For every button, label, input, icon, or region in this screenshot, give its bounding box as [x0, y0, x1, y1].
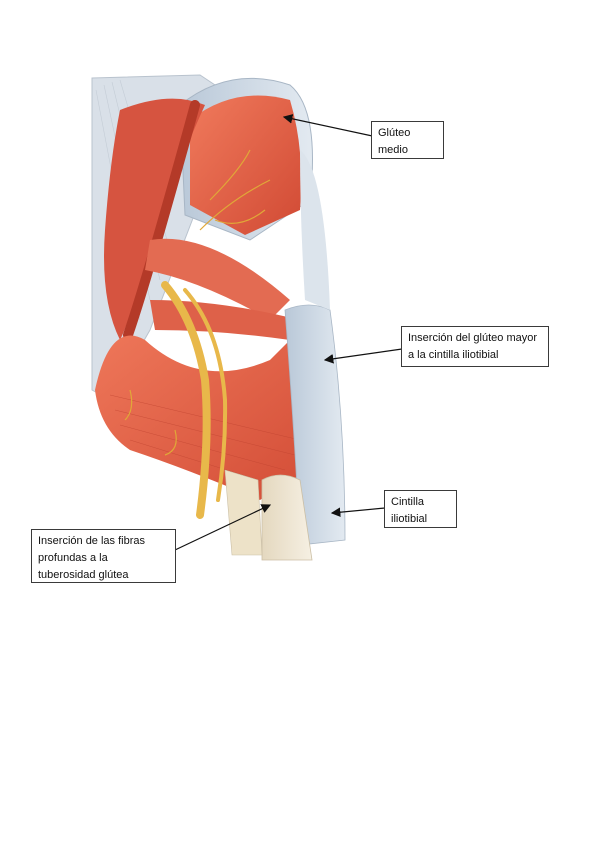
femur-bone [261, 474, 313, 561]
label-line: Inserción del glúteo mayor [408, 332, 538, 344]
label-line: medio [378, 144, 408, 156]
label-deep-fibers: Inserción de las fibras profundas a la t… [31, 529, 176, 583]
it-band-upper [300, 150, 330, 310]
femur-lower [224, 469, 263, 556]
label-line: Glúteo [378, 127, 411, 139]
leader-insertion-it-band [323, 348, 403, 364]
posterior-cutaneous-nerve [183, 288, 228, 502]
label-line: a la cintilla iliotibial [408, 349, 499, 361]
leader-gluteus-medius [282, 114, 378, 138]
label-line: Cintilla [391, 496, 425, 508]
label-line: iliotibial [391, 513, 428, 525]
label-gluteus-medius: Glúteo medio [371, 121, 444, 159]
label-line: Inserción de las fibras [38, 535, 145, 547]
label-insertion-it-band: Inserción del glúteo mayor a la cintilla… [401, 326, 549, 367]
reflected-edge [123, 100, 200, 340]
nerve-branches [124, 149, 271, 456]
gluteus-maximus-muscle [95, 310, 340, 500]
gluteus-medius-muscle [190, 95, 302, 235]
label-it-band: Cintilla iliotibial [384, 490, 457, 528]
sciatic-nerve [161, 281, 211, 519]
piriformis-muscle [145, 238, 290, 320]
label-line: tuberosidad glútea [38, 569, 129, 581]
leader-deep-fibers [174, 504, 272, 551]
label-line: profundas a la [38, 552, 108, 564]
leader-it-band [330, 507, 386, 517]
